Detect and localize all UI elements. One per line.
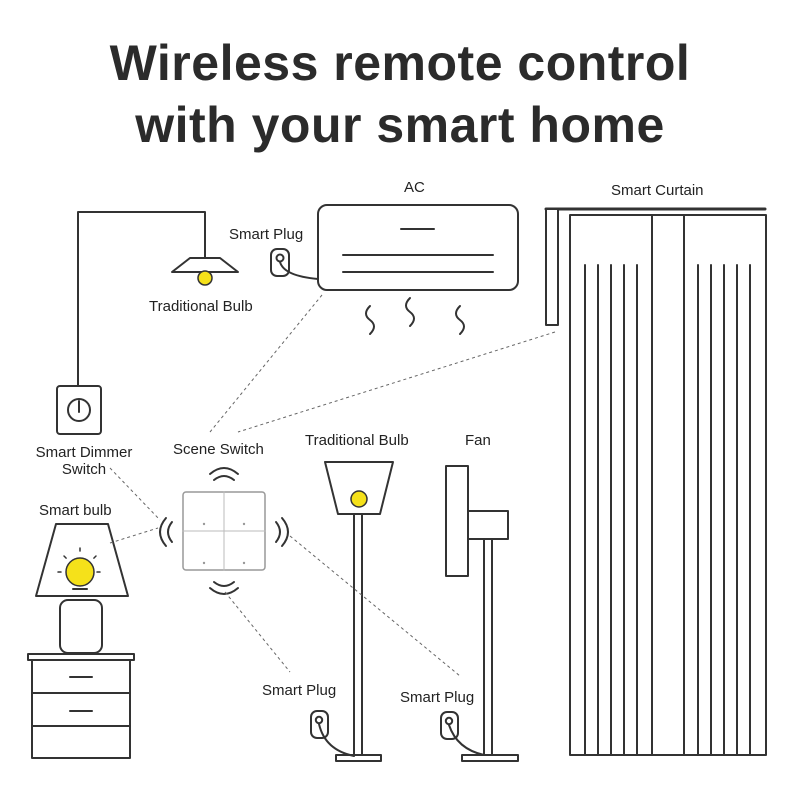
ceiling-wire: [77, 211, 206, 386]
fan-label: Fan: [465, 432, 491, 449]
scene-switch-icon: [159, 467, 289, 595]
traditional-bulb-ceiling-icon: [171, 257, 239, 286]
smart-dimmer-switch-label: Smart Dimmer Switch: [29, 444, 139, 479]
smart-dimmer-switch-label-line1: Smart Dimmer: [35, 444, 133, 461]
ac-unit-icon: [317, 204, 519, 335]
smart-curtain-icon: [544, 207, 767, 756]
traditional-bulb-floor-label: Traditional Bulb: [305, 432, 409, 449]
link-scene-dimmer: [109, 467, 161, 521]
wireless-connections: [109, 294, 556, 677]
smart-bulb-lamp-icon: [27, 523, 135, 759]
smart-dimmer-switch-label-line2: Switch: [61, 461, 107, 479]
smart-plug-fan-label: Smart Plug: [400, 689, 475, 706]
smart-plug-ac-label: Smart Plug: [229, 226, 304, 243]
link-scene-curtain: [237, 331, 556, 433]
smart-plug-ac-icon: [270, 248, 319, 280]
floor-lamp-icon: [324, 461, 394, 762]
title-line-2: with your smart home: [135, 97, 665, 153]
link-scene-smartbulb: [109, 527, 159, 544]
title-line-1: Wireless remote control: [109, 35, 691, 91]
smart-bulb-label: Smart bulb: [39, 502, 112, 519]
smart-plug-fan-icon: [440, 711, 485, 756]
smart-dimmer-switch-icon: [56, 385, 102, 435]
smart-plug-lamp-icon: [310, 710, 355, 757]
smart-plug-lamp-label: Smart Plug: [262, 682, 337, 699]
link-scene-plug-lamp: [224, 591, 291, 673]
scene-switch-label: Scene Switch: [173, 441, 264, 458]
smart-curtain-label: Smart Curtain: [611, 182, 704, 199]
traditional-bulb-ceiling-label: Traditional Bulb: [149, 298, 253, 315]
fan-icon: [445, 465, 519, 762]
ac-label: AC: [404, 179, 425, 196]
link-scene-ac: [209, 294, 323, 433]
link-scene-plug-fan: [289, 535, 461, 677]
